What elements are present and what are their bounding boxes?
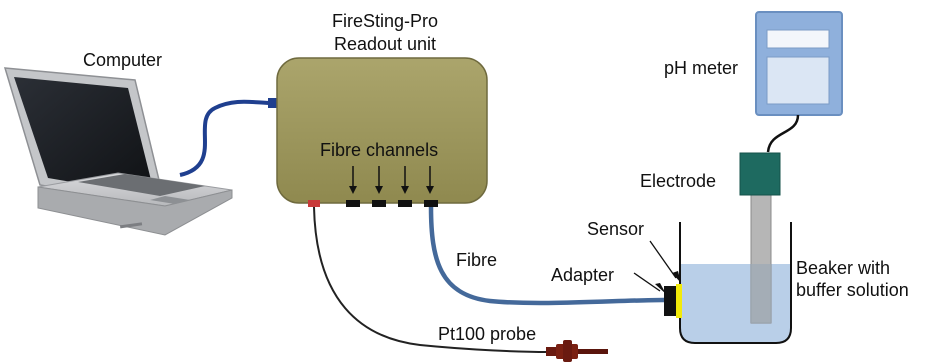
fibre-port-4 (424, 200, 438, 207)
beaker-label-line1: Beaker with (796, 258, 891, 278)
electrode-rod-shade (751, 264, 771, 323)
temperature-probe-icon (546, 340, 608, 362)
ph-meter-icon (755, 11, 843, 116)
computer-label: Computer (83, 50, 163, 70)
readout-unit (276, 57, 488, 204)
fibre-channels-label: Fibre channels (320, 140, 439, 160)
sensor-pointer (649, 240, 681, 283)
ph-meter-label: pH meter (664, 58, 739, 78)
sensor-spot (676, 284, 682, 318)
fibre-cable (428, 206, 665, 306)
electrode-label: Electrode (640, 171, 717, 191)
sensor-label: Sensor (587, 219, 645, 239)
readout-unit-label: FireSting-Pro Readout unit (300, 11, 470, 55)
readout-unit-subtitle: Readout unit (333, 34, 437, 54)
fibre-port-2 (372, 200, 386, 207)
temperature-port (308, 200, 320, 207)
readout-unit-name: FireSting-Pro (331, 11, 439, 31)
adapter (664, 286, 676, 316)
usb-connector (268, 98, 278, 108)
ph-meter-cable (766, 114, 800, 153)
pt100-cable (313, 206, 549, 353)
channel-arrows (349, 166, 434, 194)
adapter-pointer (633, 272, 666, 294)
laptop-icon (3, 67, 233, 236)
fibre-port-3 (398, 200, 412, 207)
usb-cable (179, 99, 273, 177)
electrode-cap (739, 152, 781, 196)
fibre-port-1 (346, 200, 360, 207)
pt100-probe-label: Pt100 probe (438, 324, 537, 344)
fibre-label: Fibre (456, 250, 498, 270)
beaker (679, 222, 792, 344)
beaker-label: Beaker with buffer solution (796, 258, 909, 301)
buffer-solution (680, 264, 791, 343)
beaker-label-line2: buffer solution (796, 280, 909, 300)
adapter-label: Adapter (551, 265, 615, 285)
